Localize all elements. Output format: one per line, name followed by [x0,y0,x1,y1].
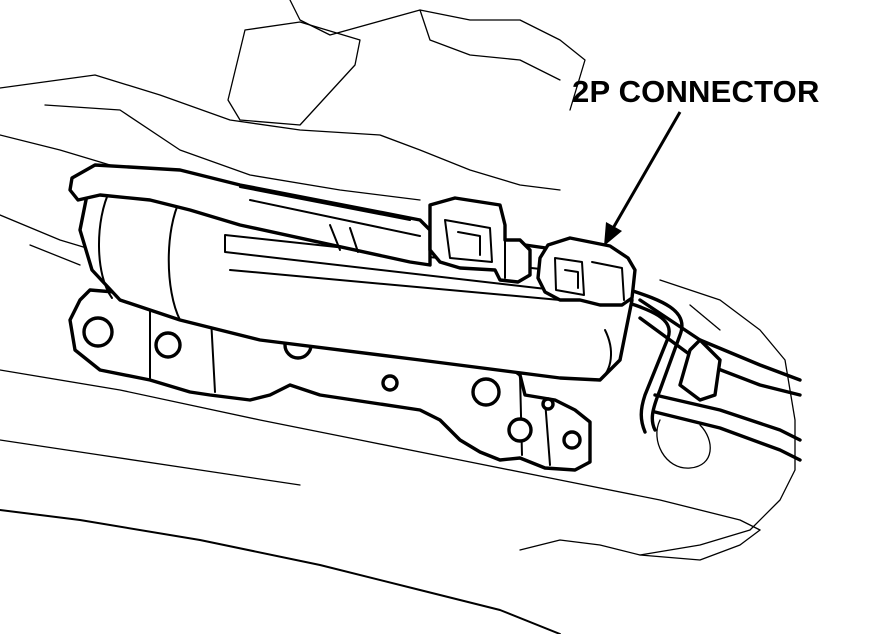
connector-2p [536,236,637,307]
wire-harness-upper [68,163,432,267]
wire-bundle-right [618,288,802,462]
callout-label-2p-connector: 2P CONNECTOR [572,74,820,109]
callout-arrow [604,111,682,246]
body-panel-outline [0,0,796,634]
connector-half-left [428,196,532,284]
